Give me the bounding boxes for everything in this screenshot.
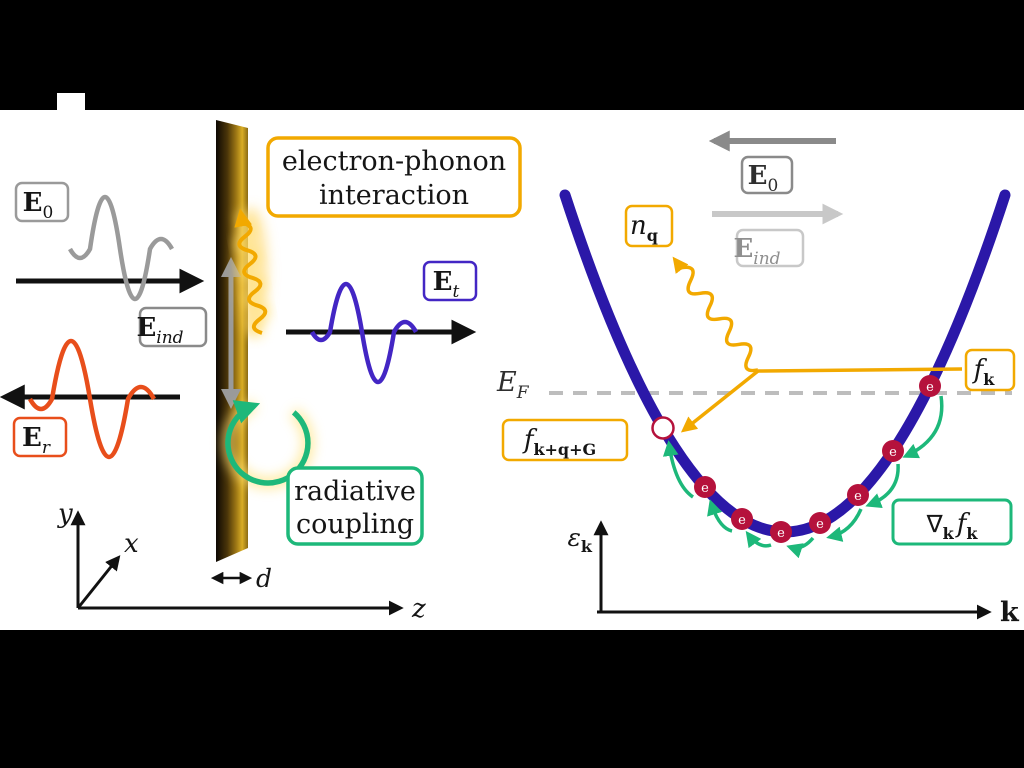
phonon-occupation-label: nq — [630, 211, 658, 245]
incident-field-label: E0 — [23, 188, 54, 223]
x-axis-label: x — [124, 529, 139, 559]
transmitted-field-label-box — [422, 260, 478, 302]
momentum-axis-label: k — [1000, 597, 1020, 628]
induced-field-label-right: Eind — [733, 234, 780, 269]
scattering-guide-line — [757, 367, 963, 373]
electron: e — [882, 440, 904, 462]
electron-phonon-interaction-line1: electron-phonon — [282, 146, 506, 177]
y-axis-label: y — [57, 499, 73, 529]
phonon-occupation-label-box — [624, 204, 674, 248]
electron-dot — [882, 440, 904, 462]
driving-field-label: E0 — [748, 161, 779, 196]
electron: e — [694, 476, 716, 498]
drift-arrow — [826, 508, 863, 542]
induced-field-label-box-right — [735, 228, 805, 268]
electron: e — [731, 508, 753, 530]
electron-dot — [847, 484, 869, 506]
radiative-coupling-line2: coupling — [296, 509, 414, 540]
canvas-notch — [57, 93, 85, 110]
electron-label: e — [816, 517, 824, 532]
reflected-field-label-box — [12, 416, 68, 458]
electron: e — [919, 375, 941, 397]
drift-arrow — [707, 499, 733, 533]
thickness-label: d — [256, 564, 272, 593]
electron-dot — [770, 521, 792, 543]
electron-phonon-interaction-line2: interaction — [319, 180, 469, 211]
electron-label: e — [738, 513, 746, 528]
electron-dot — [809, 512, 831, 534]
radiative-coupling-line1: radiative — [294, 476, 416, 507]
electron-phonon-interaction-box — [266, 136, 522, 218]
scattering-arrow — [680, 369, 760, 433]
z-axis-label: z — [411, 594, 426, 624]
electron-label: e — [701, 481, 709, 496]
left-panel: E0 Er Et Eind electron-phonon interactio… — [0, 120, 522, 624]
electron: e — [847, 484, 869, 506]
right-panel: EF εk k e e e e e e e nq fk — [496, 130, 1020, 628]
fkqG-distribution-label-box — [501, 418, 629, 462]
energy-axis-label: εk — [567, 523, 592, 556]
electron: e — [809, 512, 831, 534]
gradient-term-label-box — [891, 498, 1013, 546]
drift-arrow — [902, 395, 944, 459]
phonon-wavy-arrow-icon — [234, 208, 268, 335]
empty-state-circle — [651, 416, 675, 440]
induced-field-label: Eind — [136, 313, 183, 348]
fk-distribution-label-box — [964, 348, 1016, 392]
driving-field-label-box — [740, 155, 794, 195]
drift-arrow — [662, 440, 695, 499]
electron-label: e — [926, 380, 934, 395]
electron-label: e — [777, 526, 785, 541]
electron-label: e — [854, 489, 862, 504]
reflected-field-label: Er — [22, 423, 51, 458]
transmitted-field-label: Et — [433, 267, 460, 302]
drift-arrow — [786, 536, 815, 559]
reflected-pulse-waveform — [28, 338, 156, 460]
x-axis — [76, 555, 121, 609]
electron-label: e — [889, 445, 897, 460]
electron: e — [770, 521, 792, 543]
radiative-coupling-box — [286, 466, 424, 546]
electron-dot — [919, 375, 941, 397]
transmitted-pulse-waveform — [310, 281, 418, 384]
drift-arrow — [865, 463, 900, 509]
electron-dot — [694, 476, 716, 498]
incident-field-label-box — [14, 181, 70, 223]
radiative-coupling-circular-arrow-icon — [225, 400, 311, 486]
phonon-emission-wavy-arrow-icon — [672, 256, 759, 373]
electron-dot — [731, 508, 753, 530]
fermi-level-label: EF — [496, 367, 530, 403]
incident-pulse-waveform — [68, 195, 174, 301]
drift-arrow — [745, 530, 772, 549]
induced-field-label-box — [138, 306, 208, 348]
